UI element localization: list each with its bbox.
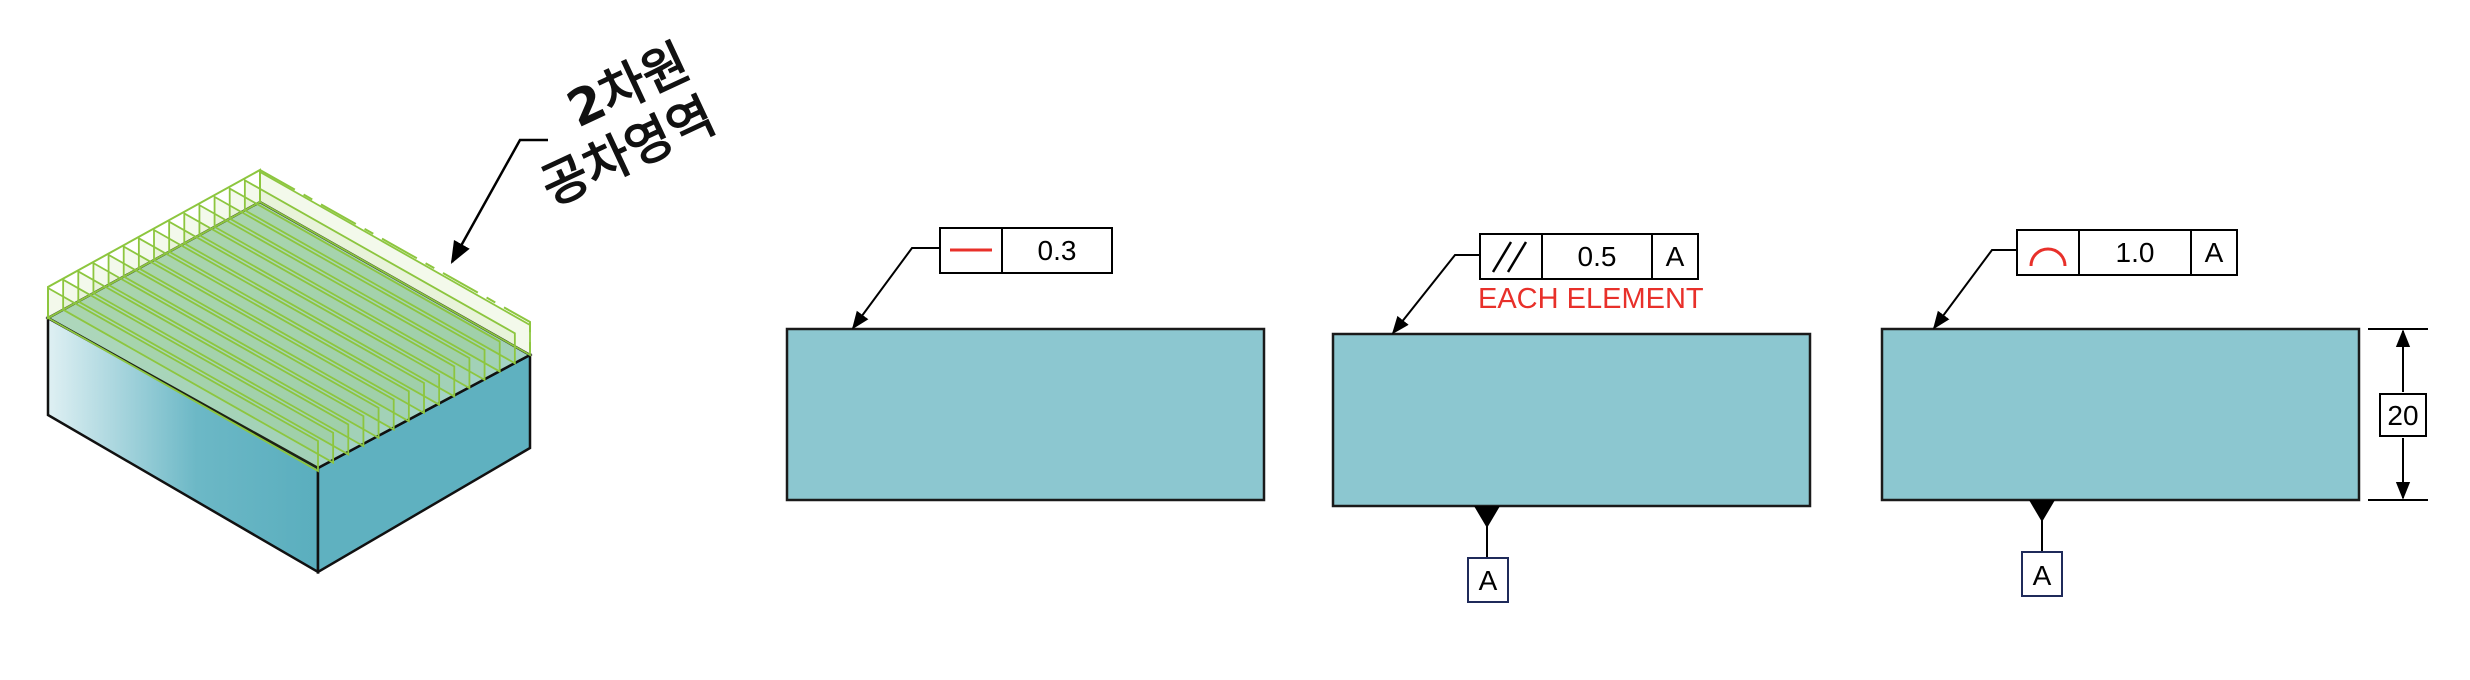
height-dimension: 20	[2368, 328, 2428, 501]
tolerance-value: 1.0	[2116, 237, 2155, 268]
zone-callout-leader	[450, 138, 548, 264]
tolerance-zone-slab	[107, 253, 380, 440]
each-element-note: EACH ELEMENT	[1478, 283, 1704, 315]
datum-letter: A	[1479, 565, 1498, 596]
profile-of-a-line-icon	[2029, 247, 2067, 267]
tolerance-zone-slab	[168, 220, 441, 407]
feature-control-frame: 0.3	[939, 227, 1113, 274]
zone-callout: 2차원 공차영역	[450, 33, 724, 264]
tolerance-zone-slab	[92, 261, 365, 448]
tolerance-value: 0.5	[1578, 241, 1617, 272]
tolerance-zone-slab	[213, 195, 486, 382]
datum-feature-symbol: A	[1467, 506, 1509, 603]
datum-reference: A	[1666, 241, 1685, 272]
feature-control-frame: 0.5 A	[1479, 233, 1699, 280]
isometric-block	[45, 168, 533, 575]
datum-reference: A	[2205, 237, 2224, 268]
leader-line	[851, 247, 940, 330]
part-rectangle	[1331, 332, 1812, 508]
tolerance-zone-slab	[183, 211, 456, 398]
tolerance-zone-slab	[122, 245, 395, 432]
view-parallelism: 0.5 A EACH ELEMENT A	[1331, 233, 1812, 603]
tolerance-zone-slab	[137, 236, 410, 423]
tolerance-zone-slab	[243, 178, 516, 365]
tolerance-zone-slab	[153, 228, 425, 415]
tolerance-zone-slab	[62, 278, 335, 465]
tolerance-zone-slab	[198, 203, 471, 390]
view-profile-of-line: 1.0 A A 20	[1880, 229, 2428, 597]
datum-feature-symbol: A	[2021, 500, 2063, 597]
datum-letter: A	[2033, 560, 2052, 591]
tolerance-zone-slabs	[47, 170, 531, 473]
feature-control-frame: 1.0 A	[2016, 229, 2238, 276]
parallelism-icon	[1491, 241, 1528, 273]
view-straightness: 0.3	[785, 227, 1266, 502]
tolerance-value: 0.3	[1038, 235, 1077, 266]
leader-line	[1932, 249, 2017, 330]
part-rectangle	[1880, 327, 2361, 502]
leader-line	[1391, 254, 1480, 335]
tolerance-zone-slab	[228, 187, 501, 374]
tolerance-zone-slab	[77, 269, 350, 456]
part-rectangle	[785, 327, 1266, 502]
dimension-value: 20	[2387, 400, 2418, 431]
